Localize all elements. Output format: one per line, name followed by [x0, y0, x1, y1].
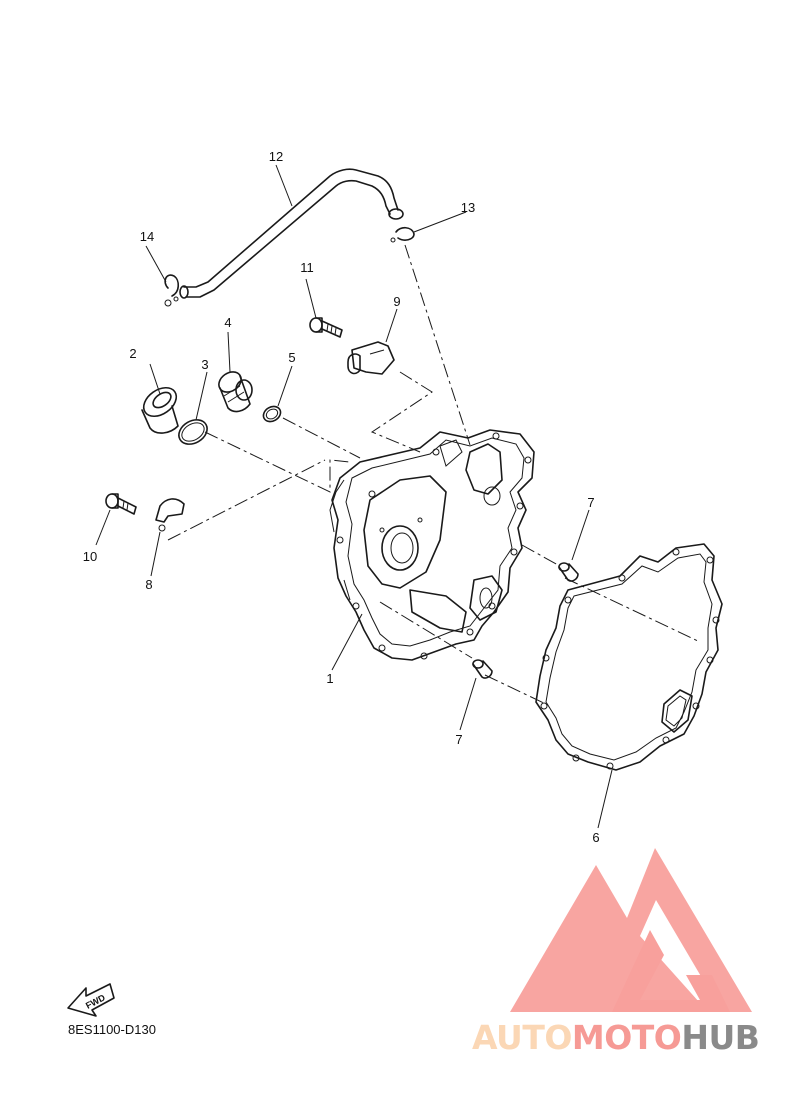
callout-11: 11: [300, 260, 314, 275]
filler-plug-2: [141, 386, 179, 434]
bolt-11: [309, 317, 343, 338]
callout-13: 13: [461, 200, 475, 215]
dowel-pin-7b: [472, 659, 493, 679]
callouts: 1 2 3 4 5 6 7 7 8 9 10 11 12 13 14: [83, 149, 600, 845]
callout-3: 3: [201, 357, 208, 372]
callout-6: 6: [592, 830, 599, 845]
watermark-text: AUTOMOTOHUB: [472, 1018, 760, 1057]
callout-2: 2: [129, 346, 136, 361]
diagram-code: 8ES1100-D130: [68, 1022, 156, 1037]
callout-4: 4: [224, 315, 231, 330]
breather-hose: [179, 168, 404, 299]
hose-guide-9: [347, 341, 395, 375]
gasket-6: [535, 543, 723, 771]
watermark-part-hub: HUB: [681, 1018, 760, 1057]
callout-10: 10: [83, 549, 97, 564]
callout-14: 14: [140, 229, 154, 244]
hose-clip-13: [390, 226, 415, 243]
o-ring-5: [262, 405, 282, 423]
callout-7a: 7: [587, 495, 594, 510]
leader-lines: [95, 164, 613, 829]
dowel-pin-7a: [558, 562, 579, 582]
callout-7b: 7: [455, 732, 462, 747]
callout-12: 12: [269, 149, 283, 164]
clamp-8: [155, 498, 185, 532]
bolt-10: [105, 493, 137, 515]
watermark-part-moto: MOTO: [571, 1018, 682, 1057]
o-ring-3: [178, 419, 208, 445]
callout-8: 8: [145, 577, 152, 592]
fwd-arrow-icon: FWD: [67, 983, 115, 1017]
assembly-lines: [167, 244, 701, 706]
callout-9: 9: [393, 294, 400, 309]
callout-5: 5: [288, 350, 295, 365]
plug-4: [218, 371, 253, 413]
watermark-logo: [510, 848, 752, 1012]
crankcase-cover-1: [329, 429, 535, 661]
watermark-part-auto: AUTO: [472, 1018, 572, 1057]
hose-clip-14: [164, 274, 180, 307]
callout-1: 1: [326, 671, 333, 686]
